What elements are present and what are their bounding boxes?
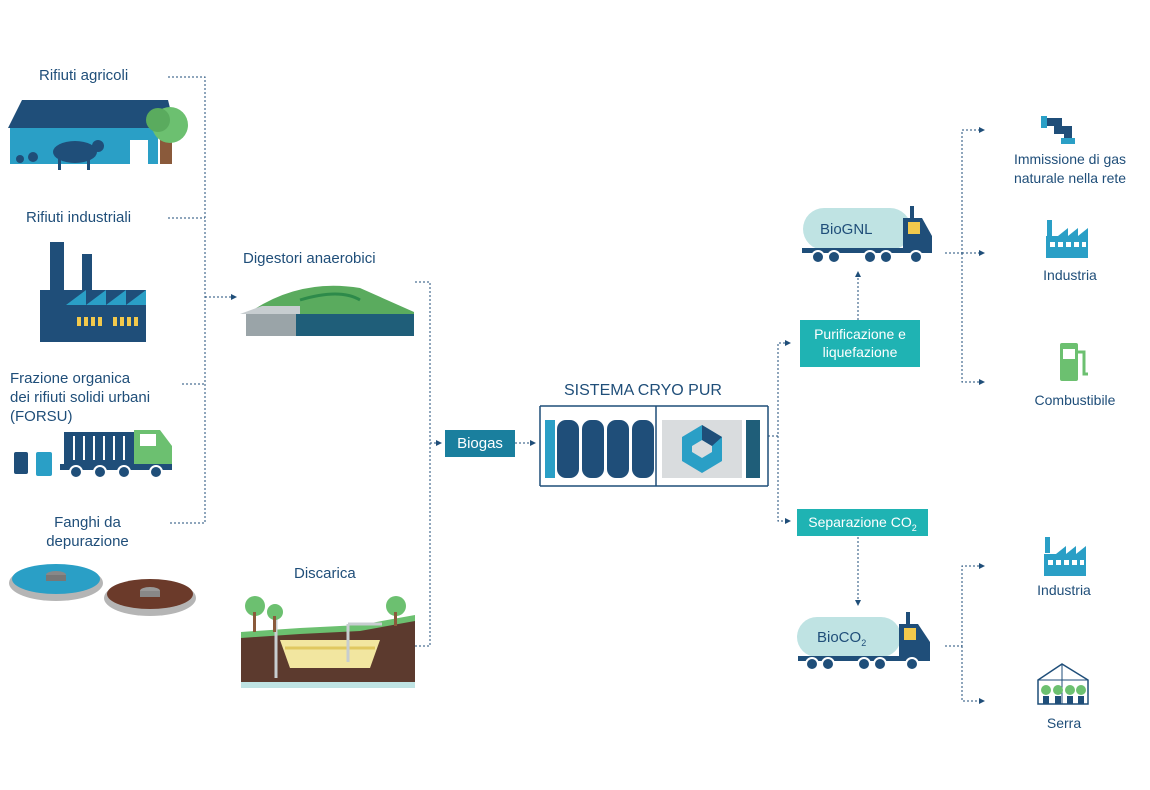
label-organic-line2: dei rifiuti solidi urbani bbox=[10, 389, 151, 406]
label-gas-grid-line2: naturale nella rete bbox=[1013, 170, 1127, 186]
cryo-pur-illustration bbox=[539, 405, 769, 487]
label-sludge: Fanghi da depurazione bbox=[30, 513, 145, 551]
label-industry-co2: Industria bbox=[1037, 582, 1091, 598]
farm-illustration bbox=[8, 100, 188, 170]
label-fuel: Combustibile bbox=[1034, 392, 1116, 408]
bioco2-subscript: 2 bbox=[861, 638, 867, 648]
digesters-illustration bbox=[240, 285, 414, 336]
label-organic-fraction: Frazione organica dei rifiuti solidi urb… bbox=[10, 369, 150, 426]
factory-illustration bbox=[40, 242, 146, 342]
label-industrial-waste: Rifiuti industriali bbox=[26, 209, 132, 226]
gas-pipe-icon bbox=[1041, 116, 1075, 144]
sludge-tanks-illustration bbox=[9, 564, 196, 616]
factory-icon-co2 bbox=[1044, 537, 1086, 576]
purification-box: Purificazione e liquefazione bbox=[800, 320, 920, 367]
label-landfill: Discarica bbox=[294, 565, 356, 582]
separation-label: Separazione CO bbox=[808, 514, 912, 530]
label-industry-gnl: Industria bbox=[1043, 267, 1097, 283]
greenhouse-icon bbox=[1037, 663, 1089, 705]
bioco2-label: BioCO2 bbox=[817, 628, 866, 653]
label-organic-line1: Frazione organica bbox=[10, 370, 131, 387]
purification-line2: liquefazione bbox=[822, 344, 898, 360]
label-agricultural-waste: Rifiuti agricoli bbox=[39, 67, 129, 84]
separation-subscript: 2 bbox=[911, 522, 917, 533]
label-greenhouse: Serra bbox=[1046, 715, 1082, 731]
factory-icon-gnl bbox=[1046, 220, 1088, 258]
gnl-use-connectors bbox=[945, 127, 985, 385]
label-organic-line3: (FORSU) bbox=[10, 408, 73, 425]
biogas-connectors bbox=[415, 281, 536, 647]
bioco2-truck bbox=[797, 612, 930, 671]
label-gas-grid-line1: Immissione di gas bbox=[1013, 151, 1127, 167]
bioco2-text: BioCO bbox=[817, 629, 862, 646]
separation-box: Separazione CO2 bbox=[797, 509, 928, 536]
biogas-box: Biogas bbox=[445, 430, 515, 457]
garbage-truck-illustration bbox=[14, 430, 172, 479]
label-sludge-line2: depurazione bbox=[46, 533, 129, 550]
fuel-pump-icon bbox=[1060, 343, 1088, 381]
label-gas-grid: Immissione di gas naturale nella rete bbox=[990, 150, 1150, 188]
source-connectors bbox=[168, 76, 237, 524]
co2-use-connectors bbox=[945, 563, 985, 704]
landfill-illustration bbox=[241, 596, 415, 688]
label-digesters: Digestori anaerobici bbox=[243, 250, 376, 267]
label-sludge-line1: Fanghi da bbox=[54, 514, 121, 531]
process-connectors bbox=[768, 271, 861, 606]
biognl-truck bbox=[802, 206, 932, 264]
system-title: SISTEMA CRYO PUR bbox=[564, 382, 722, 399]
biognl-label: BioGNL bbox=[820, 221, 873, 238]
purification-line1: Purificazione e bbox=[814, 326, 906, 342]
